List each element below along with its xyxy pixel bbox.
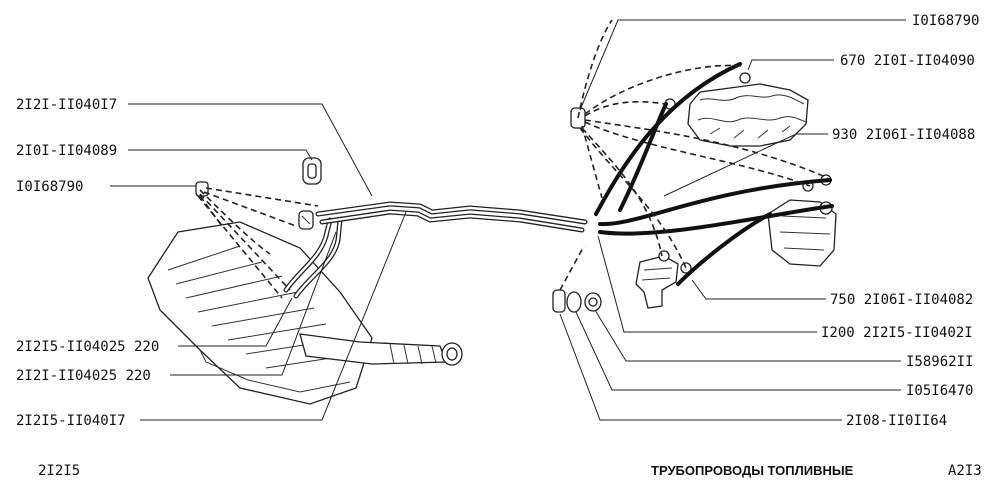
- footer: 2I2I5 ТРУБОПРОВОДЫ ТОПЛИВНЫЕ A2I3: [38, 463, 982, 479]
- filler-neck: [299, 333, 463, 366]
- label-pad: 2I0I-II04089: [16, 143, 117, 159]
- label-fuel-pipe-rear: 2I2I5-II040I7: [16, 413, 126, 429]
- label-fuel-pipe-front: 2I2I-II040I7: [16, 97, 117, 113]
- fuel-tank: [147, 221, 373, 405]
- fuel-pump: [767, 174, 837, 267]
- label-washer-a: I58962II: [906, 354, 973, 370]
- label-clip-left: I0I68790: [16, 179, 83, 195]
- rubber-pad: [302, 157, 322, 185]
- engine-hoses: [594, 62, 834, 286]
- fasteners: [552, 289, 602, 313]
- footer-title: ТРУБОПРОВОДЫ ТОПЛИВНЫЕ: [651, 463, 854, 478]
- footer-page: A2I3: [948, 463, 982, 479]
- label-hose-930: 930 2I06I-II04088: [832, 127, 975, 143]
- label-hose-1200: I200 2I2I5-II0402I: [821, 325, 973, 341]
- leader-lines: [110, 19, 906, 421]
- carburetor: [664, 72, 809, 147]
- footer-model: 2I2I5: [38, 463, 80, 479]
- label-hose-220-b: 2I2I-II04025 220: [16, 368, 151, 384]
- tank-clip: [195, 181, 314, 230]
- right-labels: I0I68790 670 2I0I-II04090 930 2I06I-II04…: [821, 13, 979, 429]
- label-clip-right: I0I68790: [912, 13, 979, 29]
- label-bolt: 2I08-II0II64: [846, 413, 947, 429]
- assembly-lines: [197, 19, 829, 299]
- fuel-pipes: [315, 201, 588, 233]
- label-washer-b: I05I6470: [906, 383, 973, 399]
- label-hose-750: 750 2I06I-II04082: [830, 292, 973, 308]
- label-hose-220-a: 2I2I5-II04025 220: [16, 339, 159, 355]
- left-labels: 2I2I-II040I7 2I0I-II04089 I0I68790 2I2I5…: [16, 97, 159, 429]
- label-hose-670: 670 2I0I-II04090: [840, 53, 975, 69]
